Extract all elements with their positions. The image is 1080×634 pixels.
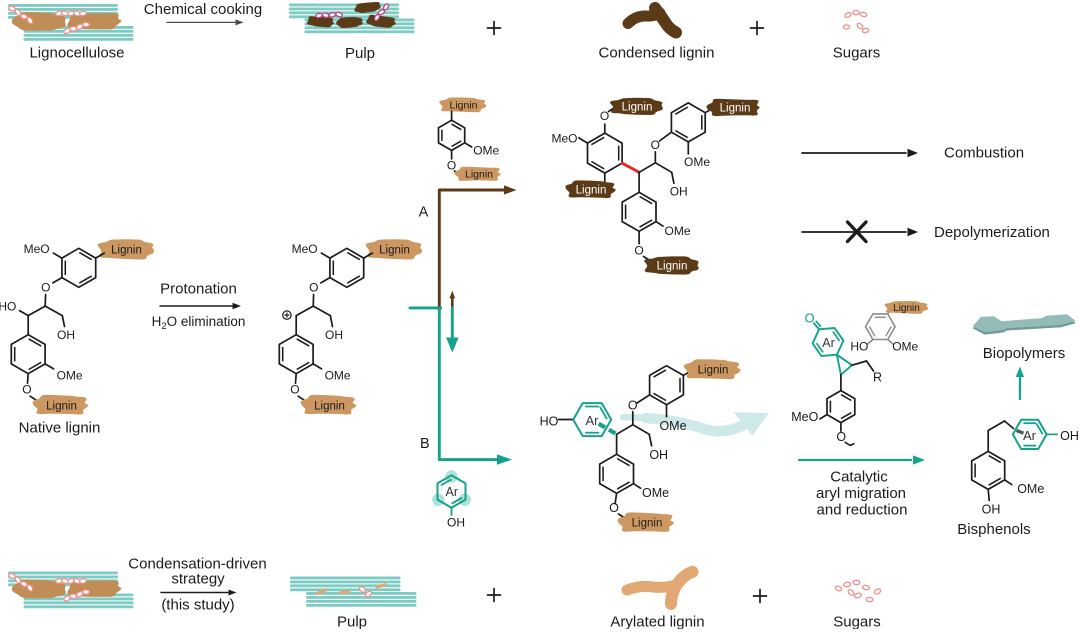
svg-text:OH: OH <box>1060 429 1079 443</box>
svg-text:O: O <box>609 501 619 515</box>
svg-text:aryl migration: aryl migration <box>816 485 906 502</box>
svg-text:OMe: OMe <box>684 155 710 169</box>
svg-text:O: O <box>309 280 318 294</box>
svg-text:O: O <box>628 399 638 413</box>
svg-text:HO: HO <box>850 340 868 354</box>
svg-text:Lignin: Lignin <box>46 401 77 413</box>
svg-text:Arylated lignin: Arylated lignin <box>610 614 704 630</box>
svg-text:Biopolymers: Biopolymers <box>983 345 1066 362</box>
svg-text:Condensed lignin: Condensed lignin <box>599 45 715 62</box>
svg-text:Protonation: Protonation <box>160 281 237 298</box>
svg-text:OH: OH <box>649 448 668 462</box>
svg-text:Native lignin: Native lignin <box>19 420 101 437</box>
svg-text:Chemical cooking: Chemical cooking <box>144 1 262 18</box>
svg-text:OH: OH <box>670 184 688 198</box>
svg-text:OH: OH <box>447 516 465 530</box>
svg-text:Pulp: Pulp <box>345 45 375 62</box>
svg-text:Ar: Ar <box>446 485 459 499</box>
svg-text:O: O <box>634 244 643 258</box>
svg-text:Lignin: Lignin <box>576 185 607 197</box>
svg-text:Lignin: Lignin <box>449 100 477 112</box>
svg-text:OH: OH <box>57 328 75 342</box>
svg-text:Ar: Ar <box>822 336 835 350</box>
svg-text:and reduction: and reduction <box>817 502 908 519</box>
svg-text:OMe: OMe <box>325 368 351 382</box>
svg-text:HO: HO <box>0 299 16 313</box>
svg-text:Lignin: Lignin <box>893 303 920 314</box>
svg-text:Lignin: Lignin <box>657 261 688 273</box>
svg-text:O: O <box>651 138 660 152</box>
svg-text:Catalytic: Catalytic <box>830 468 888 485</box>
svg-text:MeO: MeO <box>791 410 818 424</box>
svg-text:MeO: MeO <box>551 132 577 146</box>
svg-text:Sugars: Sugars <box>833 45 881 62</box>
svg-text:OMe: OMe <box>1017 482 1044 496</box>
svg-text:OMe: OMe <box>665 224 691 238</box>
svg-text:Lignin: Lignin <box>698 365 729 377</box>
svg-text:strategy: strategy <box>171 571 225 588</box>
svg-text:Lignin: Lignin <box>314 401 345 413</box>
svg-text:Lignin: Lignin <box>465 169 493 181</box>
svg-text:Pulp: Pulp <box>337 614 367 630</box>
svg-text:Combustion: Combustion <box>944 145 1024 162</box>
svg-text:OMe: OMe <box>57 368 83 382</box>
svg-text:(this study): (this study) <box>161 597 234 614</box>
svg-text:Ar: Ar <box>1023 428 1037 443</box>
svg-text:B: B <box>420 436 430 452</box>
svg-text:OH: OH <box>982 503 1001 517</box>
svg-text:Lignin: Lignin <box>622 102 653 114</box>
svg-text:Sugars: Sugars <box>833 614 881 630</box>
svg-text:Ar: Ar <box>586 413 600 428</box>
svg-text:HO: HO <box>540 415 559 429</box>
svg-text:Lignin: Lignin <box>720 103 751 115</box>
svg-text:OMe: OMe <box>892 340 918 354</box>
svg-text:O: O <box>22 383 31 397</box>
svg-text:Lignocellulose: Lignocellulose <box>29 45 124 62</box>
svg-text:OMe: OMe <box>659 419 686 433</box>
svg-text:Lignin: Lignin <box>632 518 663 530</box>
svg-text:R: R <box>873 371 882 385</box>
svg-text:Bisphenols: Bisphenols <box>957 521 1030 538</box>
svg-text:O: O <box>41 280 50 294</box>
svg-text:MeO: MeO <box>292 242 318 256</box>
svg-text:OMe: OMe <box>642 486 669 500</box>
svg-text:OMe: OMe <box>473 144 499 158</box>
svg-text:O: O <box>290 383 299 397</box>
svg-text:Lignin: Lignin <box>379 245 410 257</box>
svg-text:OH: OH <box>325 328 343 342</box>
svg-text:A: A <box>419 205 429 221</box>
svg-text:MeO: MeO <box>24 242 50 256</box>
svg-text:Depolymerization: Depolymerization <box>934 224 1050 241</box>
svg-text:Lignin: Lignin <box>111 245 142 257</box>
